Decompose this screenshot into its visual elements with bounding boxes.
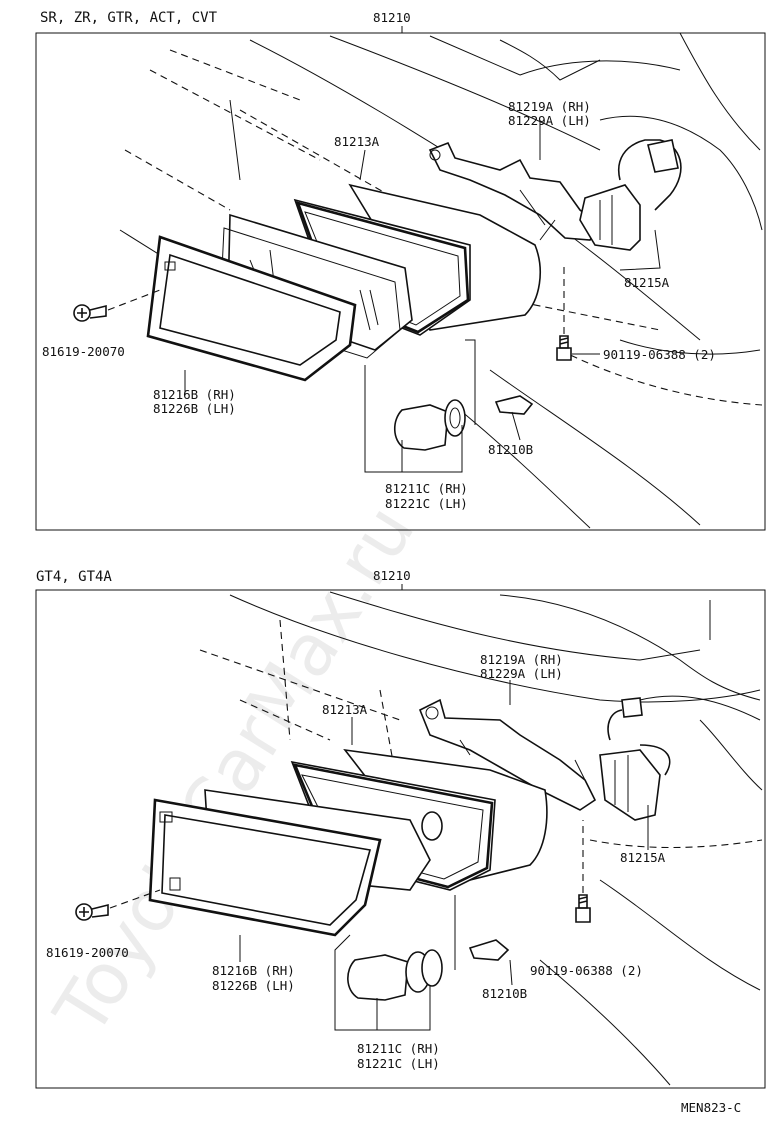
- small-bulb-2: [468, 939, 510, 961]
- bracket-lh-label: 81229A (LH): [508, 113, 591, 128]
- panel-top-assembly-label: 81210: [373, 10, 411, 25]
- housing-label-2: 81213A: [322, 702, 368, 717]
- screw-label: 81619-20070: [42, 344, 125, 359]
- panel-bottom: GT4, GT4A 81210: [35, 568, 766, 1089]
- lens-lh-label-2: 81226B (LH): [212, 978, 295, 993]
- lens-rh-label: 81216B (RH): [153, 387, 236, 402]
- lens-2: [148, 798, 382, 937]
- panel-bottom-assembly-label: 81210: [373, 568, 411, 583]
- bulb-lh-label: 81221C (LH): [385, 496, 468, 511]
- panel-top-frame: [35, 32, 766, 531]
- bolt-icon-2: [575, 820, 591, 923]
- connector-label-2: 81215A: [620, 850, 666, 865]
- connector: [579, 139, 682, 251]
- main-bulb-2: [347, 949, 443, 1001]
- bracket-rh-label: 81219A (RH): [508, 99, 591, 114]
- panel-bottom-frame: [35, 589, 766, 1089]
- car-body-lines-2: [199, 591, 763, 1086]
- bolt-icon: [556, 262, 572, 361]
- lens: [146, 235, 357, 382]
- housing-label: 81213A: [334, 134, 380, 149]
- bulb-lh-label-2: 81221C (LH): [357, 1056, 440, 1071]
- small-bulb: [494, 395, 534, 415]
- leaders-top: [184, 122, 661, 473]
- panel-top: SR, ZR, GTR, ACT, CVT 81210: [35, 10, 766, 531]
- lens-rh-label-2: 81216B (RH): [212, 963, 295, 978]
- connector-label: 81215A: [624, 275, 670, 290]
- screw-label-2: 81619-20070: [46, 945, 129, 960]
- lens-lh-label: 81226B (LH): [153, 401, 236, 416]
- panel-bottom-header: GT4, GT4A: [36, 569, 112, 585]
- connector-2: [599, 697, 671, 821]
- bolt-label-2: 90119-06388 (2): [530, 963, 643, 978]
- small-bulb-label: 81210B: [488, 442, 533, 457]
- screw-icon-2: [75, 889, 161, 921]
- panel-top-header: SR, ZR, GTR, ACT, CVT: [40, 10, 218, 26]
- leaders-bottom: [239, 680, 649, 1031]
- figure-code: MEN823-C: [681, 1100, 741, 1115]
- mounting-bracket-2: [418, 698, 597, 811]
- bracket-lh-label-2: 81229A (LH): [480, 666, 563, 681]
- main-bulb: [393, 399, 466, 451]
- bolt-label: 90119-06388 (2): [603, 347, 716, 362]
- bracket-rh-label-2: 81219A (RH): [480, 652, 563, 667]
- screw-icon: [73, 289, 161, 322]
- small-bulb-label-2: 81210B: [482, 986, 527, 1001]
- bulb-rh-label: 81211C (RH): [385, 481, 468, 496]
- bulb-rh-label-2: 81211C (RH): [357, 1041, 440, 1056]
